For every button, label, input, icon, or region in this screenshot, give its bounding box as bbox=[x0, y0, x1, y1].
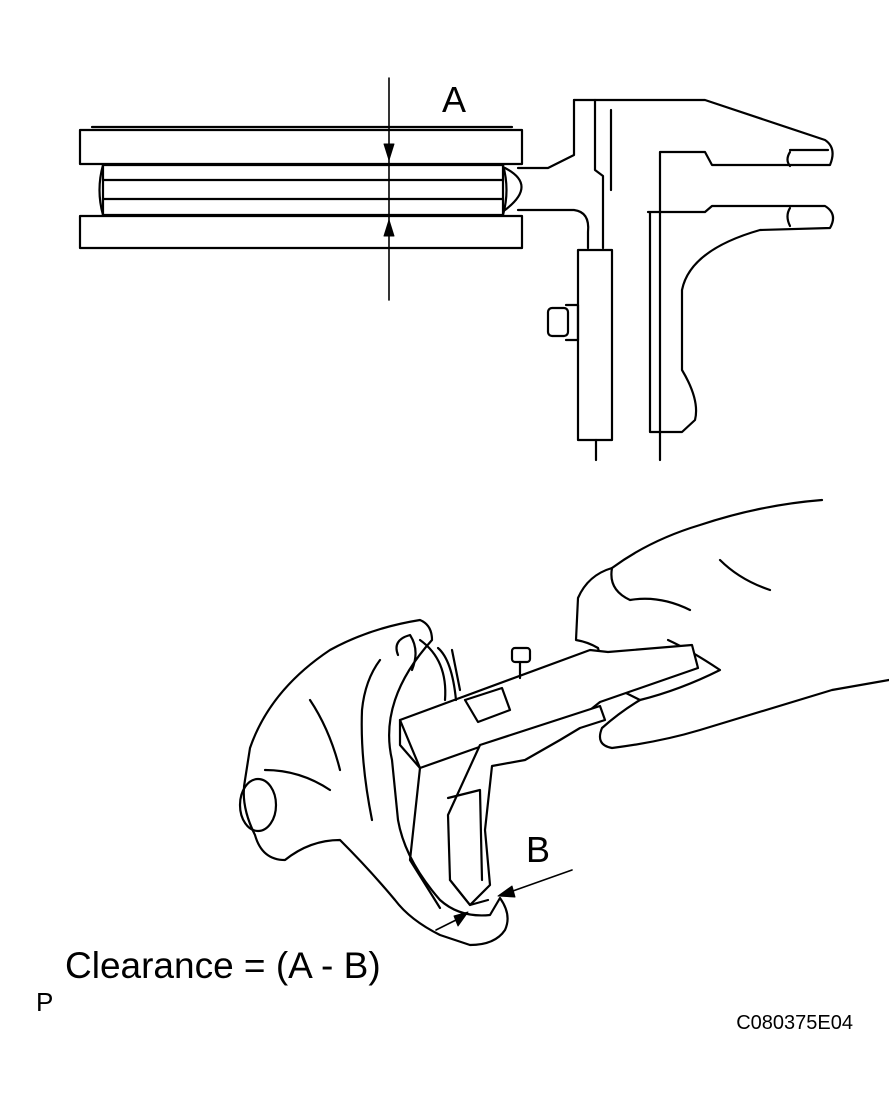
sleeve-upper-flange bbox=[78, 128, 524, 166]
dimension-b-marker bbox=[435, 869, 573, 931]
sleeve-groove-body bbox=[101, 163, 505, 217]
label-b: B bbox=[526, 829, 550, 870]
clearance-formula: Clearance = (A - B) bbox=[65, 945, 381, 986]
caliper-in-hand bbox=[398, 643, 700, 910]
sleeve-cross-section bbox=[78, 125, 524, 250]
corner-mark: P bbox=[36, 987, 53, 1017]
caliper-side-view bbox=[503, 98, 835, 462]
sleeve-lower-flange bbox=[78, 214, 524, 250]
figure-code: C080375E04 bbox=[736, 1012, 853, 1034]
dimension-a-marker bbox=[383, 77, 395, 301]
shift-fork-illustration bbox=[238, 618, 509, 947]
hand-illustration bbox=[574, 498, 889, 750]
label-a: A bbox=[442, 79, 466, 120]
